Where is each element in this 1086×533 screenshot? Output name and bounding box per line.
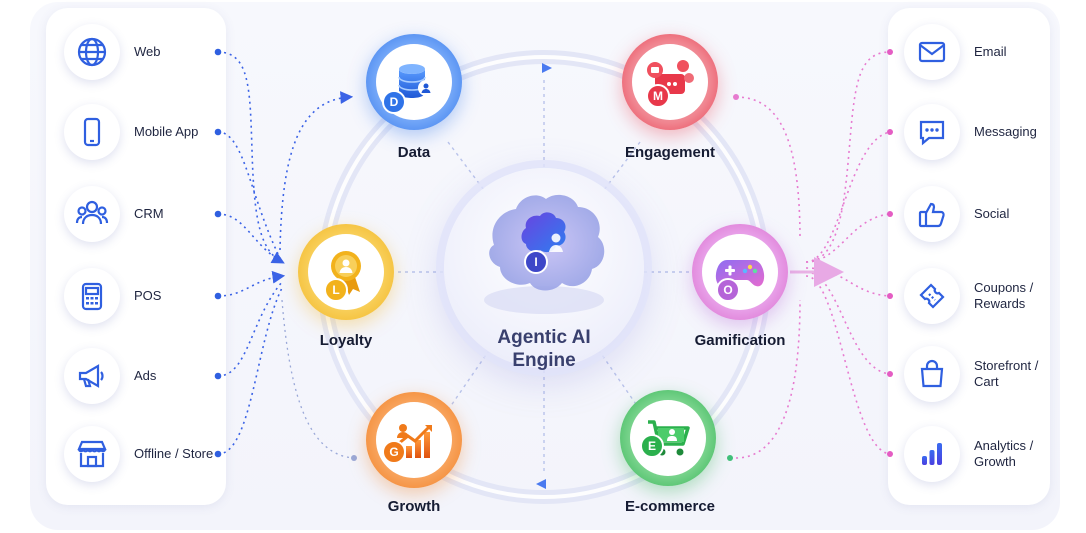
- source-label: Ads: [134, 368, 157, 383]
- module-data[interactable]: D: [366, 34, 462, 130]
- output-channels-panel: [888, 8, 1050, 505]
- module-label: Growth: [387, 498, 441, 515]
- module-e-commerce[interactable]: E: [620, 390, 716, 486]
- module-gamification[interactable]: O: [692, 224, 788, 320]
- globe-icon: [64, 24, 120, 80]
- module-label: E-commerce: [624, 498, 716, 515]
- pos-terminal-icon: [64, 268, 120, 324]
- source-label: Web: [134, 44, 161, 59]
- medal-icon: L: [308, 234, 384, 310]
- shopping-cart-icon: E: [630, 400, 706, 476]
- smartphone-icon: [64, 104, 120, 160]
- megaphone-icon: [64, 348, 120, 404]
- module-label: Engagement: [624, 144, 715, 161]
- source-label: Mobile App: [134, 124, 199, 139]
- source-label: CRM: [134, 206, 164, 221]
- gamepad-icon: O: [702, 234, 778, 310]
- shopping-bag-icon: [904, 346, 960, 402]
- channel-social[interactable]: Social: [904, 186, 1009, 242]
- source-label: Offline / Store: [134, 446, 214, 461]
- channel-label: Messaging: [974, 124, 1037, 139]
- channel-storefront-cart[interactable]: Storefront /Cart: [904, 346, 1038, 402]
- channel-email[interactable]: Email: [904, 24, 1007, 80]
- source-offline-store[interactable]: Offline / Store: [64, 426, 213, 482]
- channel-label: Analytics /Growth: [974, 438, 1034, 469]
- channel-messaging[interactable]: Messaging: [904, 104, 1037, 160]
- thumbs-up-icon: [904, 186, 960, 242]
- channel-label: Storefront /Cart: [974, 358, 1039, 389]
- module-loyalty[interactable]: L: [298, 224, 394, 320]
- source-ads[interactable]: Ads: [64, 348, 156, 404]
- chat-bubbles-icon: M: [632, 44, 708, 120]
- source-web[interactable]: Web: [64, 24, 161, 80]
- channel-label: Social: [974, 206, 1010, 221]
- module-label: Data: [397, 144, 431, 161]
- source-label: POS: [134, 288, 162, 303]
- coupon-icon: [904, 268, 960, 324]
- storefront-icon: [64, 426, 120, 482]
- growth-chart-icon: G: [376, 402, 452, 478]
- data-sources-panel: [46, 8, 226, 505]
- channel-label: Coupons /Rewards: [974, 280, 1034, 311]
- engine-badge: I: [524, 250, 548, 274]
- database-icon: D: [376, 44, 452, 120]
- module-engagement[interactable]: M: [622, 34, 718, 130]
- module-growth[interactable]: G: [366, 392, 462, 488]
- source-crm[interactable]: CRM: [64, 186, 164, 242]
- source-mobile-app[interactable]: Mobile App: [64, 104, 198, 160]
- users-icon: [64, 186, 120, 242]
- channel-analytics-growth[interactable]: Analytics /Growth: [904, 426, 1033, 482]
- bar-chart-icon: [904, 426, 960, 482]
- message-dots-icon: [904, 104, 960, 160]
- module-label: Gamification: [694, 332, 786, 349]
- channel-label: Email: [974, 44, 1007, 59]
- module-label: Loyalty: [319, 332, 373, 349]
- envelope-icon: [904, 24, 960, 80]
- source-pos[interactable]: POS: [64, 268, 161, 324]
- channel-coupons-rewards[interactable]: Coupons /Rewards: [904, 268, 1033, 324]
